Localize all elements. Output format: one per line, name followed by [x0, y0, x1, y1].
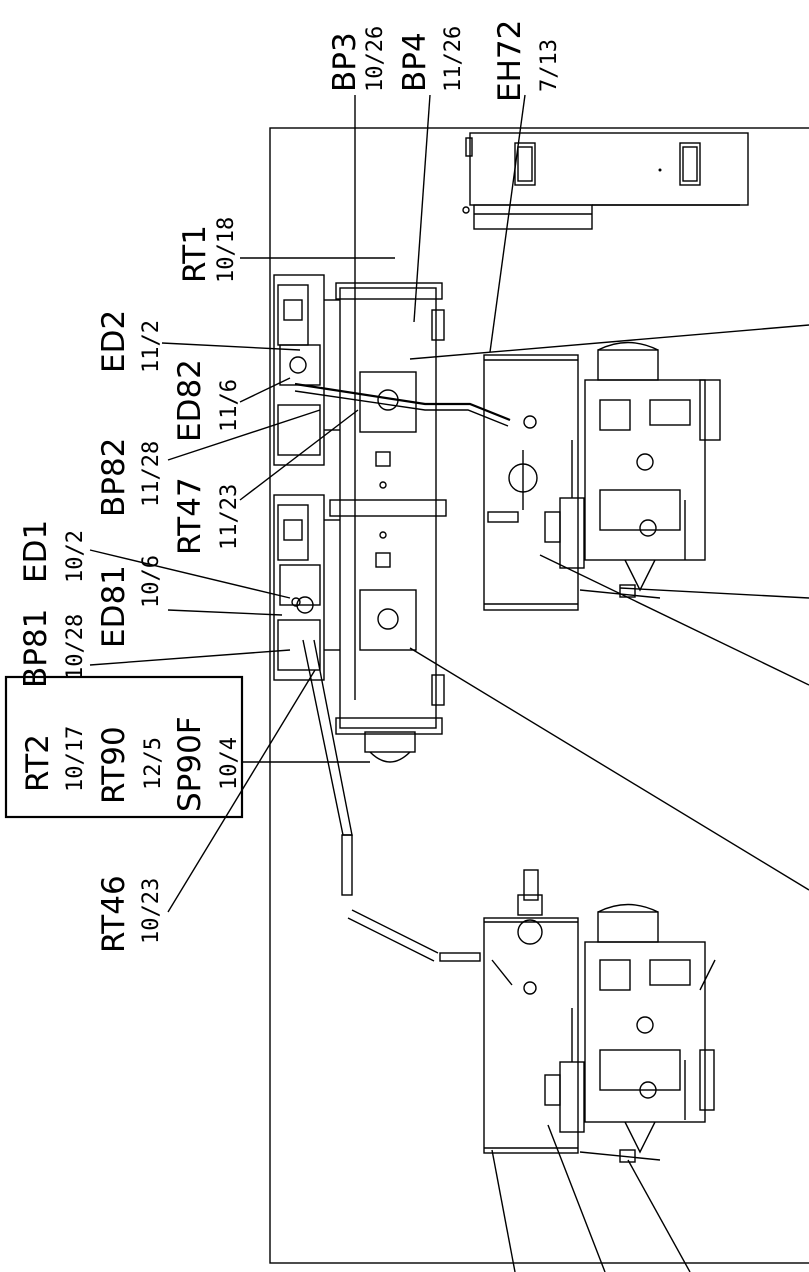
svg-text:ED2: ED2: [96, 310, 132, 373]
svg-text:ED1: ED1: [18, 520, 54, 583]
label-bp3: BP3: [327, 32, 363, 92]
leader-lines: [89, 94, 809, 1272]
ref-ed81: 10/6: [139, 555, 164, 608]
ref-bp4: 11/26: [441, 26, 466, 92]
label-ed2: ED2: [96, 310, 132, 373]
ref-sp90f: 10/4: [217, 737, 242, 790]
main-tank: [329, 282, 447, 763]
ref-ed2: 11/2: [139, 320, 164, 373]
svg-text:11/6: 11/6: [217, 379, 242, 432]
label-bp81: BP81: [18, 609, 54, 688]
svg-text:10/23: 10/23: [139, 878, 164, 944]
svg-text:10/2: 10/2: [63, 530, 88, 583]
rods: [302, 639, 481, 962]
burner-unit-upper: [483, 341, 721, 611]
label-rt1: RT1: [177, 225, 213, 283]
svg-text:10/26: 10/26: [363, 26, 388, 92]
svg-text:ED82: ED82: [172, 359, 208, 442]
valve-assembly-upper: [273, 274, 340, 466]
ref-bp81: 10/28: [63, 614, 88, 680]
label-ed1: ED1: [18, 520, 54, 583]
cabinet-top: [462, 132, 749, 230]
label-rt46: RT46: [96, 875, 132, 953]
burner-unit-lower: [483, 869, 716, 1163]
ref-bp3: 10/26: [363, 26, 388, 92]
svg-text:RT46: RT46: [96, 875, 132, 953]
svg-text:RT2: RT2: [20, 734, 56, 792]
ref-rt46: 10/23: [139, 878, 164, 944]
ref-rt47: 11/23: [217, 484, 242, 550]
ref-bp82: 11/28: [139, 441, 164, 507]
label-ed81: ED81: [96, 565, 132, 648]
ref-ed1: 10/2: [63, 530, 88, 583]
svg-text:RT90: RT90: [96, 726, 132, 804]
svg-text:EH72: EH72: [492, 20, 528, 102]
label-sp90f: SP90F: [172, 716, 208, 812]
svg-text:12/5: 12/5: [141, 737, 166, 790]
svg-text:ED81: ED81: [96, 565, 132, 648]
svg-text:10/18: 10/18: [214, 217, 239, 283]
svg-text:BP3: BP3: [327, 32, 363, 92]
label-rt47: RT47: [172, 477, 208, 555]
drawing-frame: [269, 127, 809, 1264]
svg-text:10/17: 10/17: [63, 726, 88, 792]
pipe: [294, 382, 511, 427]
svg-text:10/4: 10/4: [217, 737, 242, 790]
svg-text:10/28: 10/28: [63, 614, 88, 680]
svg-text:10/6: 10/6: [139, 555, 164, 608]
ref-ed82: 11/6: [217, 379, 242, 432]
label-eh72: EH72: [492, 20, 528, 102]
label-rt90: RT90: [96, 726, 132, 804]
svg-text:BP4: BP4: [397, 32, 433, 92]
svg-text:7/13: 7/13: [537, 39, 562, 92]
svg-text:SP90F: SP90F: [172, 716, 208, 812]
svg-text:BP82: BP82: [96, 438, 132, 517]
valve-assembly-lower: [273, 494, 340, 681]
svg-text:11/2: 11/2: [139, 320, 164, 373]
svg-text:11/26: 11/26: [441, 26, 466, 92]
svg-text:11/28: 11/28: [139, 441, 164, 507]
svg-text:RT1: RT1: [177, 225, 213, 283]
label-bp4: BP4: [397, 32, 433, 92]
svg-text:RT47: RT47: [172, 477, 208, 555]
ref-eh72: 7/13: [537, 39, 562, 92]
boxed-group-frame: [4, 675, 244, 819]
ref-rt90: 12/5: [141, 737, 166, 790]
label-ed82: ED82: [172, 359, 208, 442]
ref-rt1: 10/18: [214, 217, 239, 283]
label-bp82: BP82: [96, 438, 132, 517]
svg-text:11/23: 11/23: [217, 484, 242, 550]
label-rt2: RT2: [20, 734, 56, 792]
svg-text:BP81: BP81: [18, 609, 54, 688]
ref-rt2: 10/17: [63, 726, 88, 792]
